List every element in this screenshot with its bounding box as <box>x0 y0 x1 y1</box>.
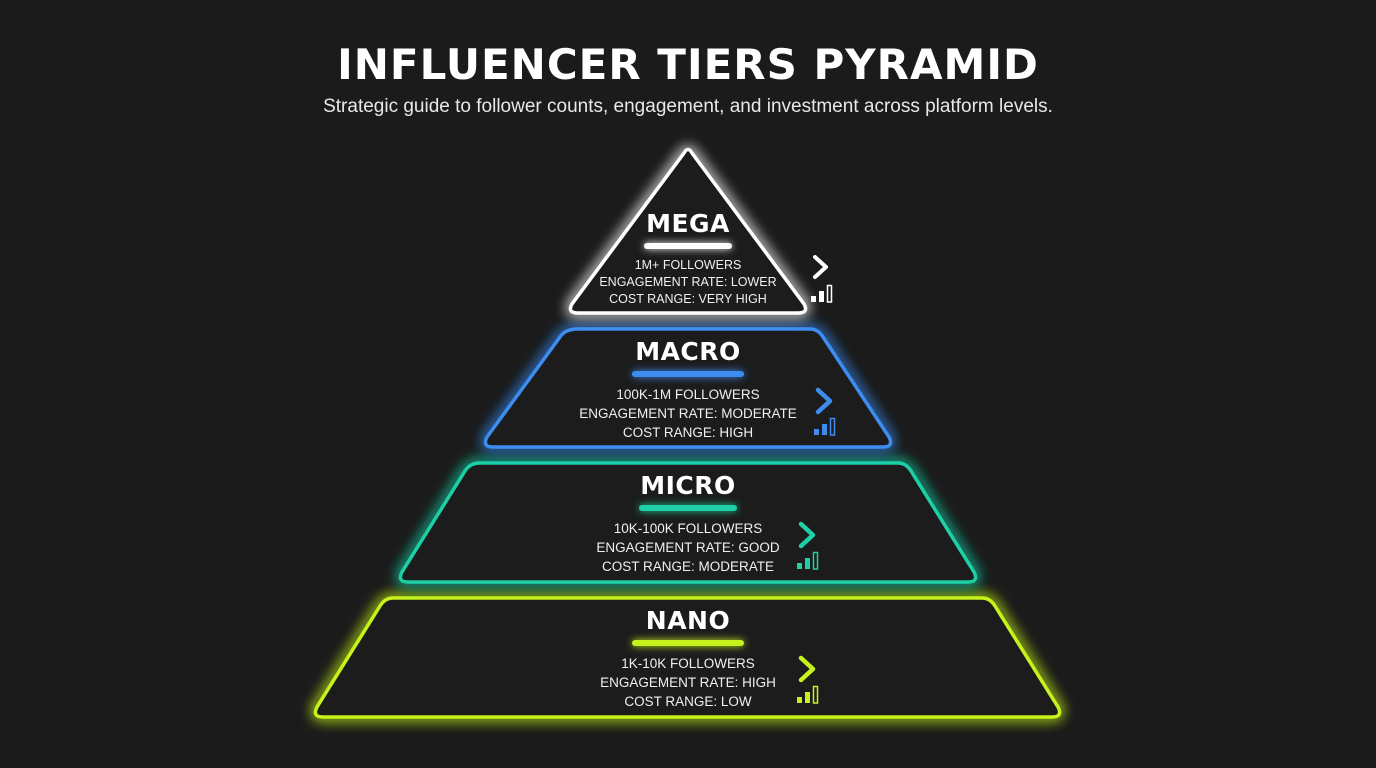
tier-micro-shape <box>398 461 978 584</box>
tier-followers: 10K-100K FOLLOWERS <box>613 521 763 536</box>
signal-bars-icon <box>797 685 819 704</box>
chevron-right-icon <box>798 655 816 683</box>
tier-cost: COST RANGE: VERY HIGH <box>609 292 767 306</box>
tier-engagement: ENGAGEMENT RATE: HIGH <box>600 675 776 690</box>
tier-nano: NANO 1K-10K FOLLOWERS ENGAGEMENT RATE: H… <box>548 606 828 711</box>
tier-underline <box>632 371 744 377</box>
tier-underline <box>639 505 737 511</box>
page-title: INFLUENCER TIERS PYRAMID <box>337 40 1039 89</box>
tier-engagement: ENGAGEMENT RATE: MODERATE <box>579 406 797 421</box>
tier-nano-shape <box>313 596 1062 719</box>
chevron-right-icon <box>798 521 816 549</box>
tier-engagement: ENGAGEMENT RATE: LOWER <box>599 275 777 289</box>
tier-underline <box>632 640 744 646</box>
tier-followers: 1K-10K FOLLOWERS <box>621 656 755 671</box>
tier-mega: MEGA 1M+ FOLLOWERS ENGAGEMENT RATE: LOWE… <box>588 209 788 308</box>
signal-bars-icon <box>811 284 833 303</box>
tier-cost: COST RANGE: LOW <box>624 694 752 709</box>
chevron-right-icon <box>815 387 833 415</box>
tier-macro: MACRO 100K-1M FOLLOWERS ENGAGEMENT RATE:… <box>548 337 828 442</box>
tier-followers: 100K-1M FOLLOWERS <box>616 387 760 402</box>
tier-macro-icons <box>811 386 841 437</box>
signal-bars-icon <box>797 551 819 570</box>
tier-micro: MICRO 10K-100K FOLLOWERS ENGAGEMENT RATE… <box>548 471 828 576</box>
tier-cost: COST RANGE: MODERATE <box>601 559 775 574</box>
tier-name: MEGA <box>646 209 730 238</box>
tier-engagement: ENGAGEMENT RATE: GOOD <box>596 540 780 555</box>
tier-name: NANO <box>645 606 731 635</box>
tier-name: MICRO <box>640 471 736 500</box>
chevron-right-icon <box>813 255 828 279</box>
tier-mega-icons <box>808 253 838 304</box>
tier-followers: 1M+ FOLLOWERS <box>634 258 742 272</box>
tier-name: MACRO <box>635 337 741 366</box>
tier-macro-shape <box>483 327 893 449</box>
tier-cost: COST RANGE: HIGH <box>622 425 754 440</box>
tier-underline <box>644 243 732 249</box>
tier-mega-shape <box>568 147 808 315</box>
signal-bars-icon <box>814 417 836 436</box>
tier-micro-icons <box>794 520 824 571</box>
page-subtitle: Strategic guide to follower counts, enga… <box>323 96 1053 117</box>
tier-nano-icons <box>794 654 824 705</box>
